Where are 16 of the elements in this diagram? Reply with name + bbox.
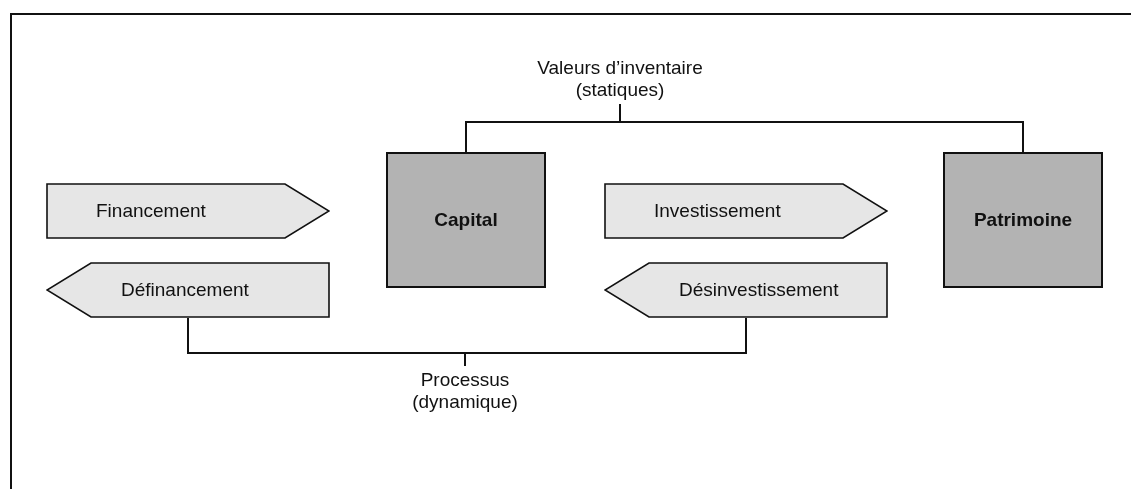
process-box [386,152,546,288]
arrow-label: Investissement [654,200,781,222]
arrow-label: Financement [96,200,206,222]
box-label: Patrimoine [973,209,1073,231]
arrow-label: Définancement [121,279,249,301]
box-label: Capital [434,209,498,231]
arrow-shape [46,183,330,239]
bracket-label: Valeurs d’inventaire (statiques) [520,54,720,104]
arrow-shape [46,262,330,318]
process-box [943,152,1103,288]
bracket-line [464,317,747,367]
bracket-line [619,103,1024,153]
bracket-label: Processus (dynamique) [400,366,530,416]
arrow-shape [604,183,888,239]
arrow-shape [604,262,888,318]
arrow-label: Désinvestissement [679,279,839,301]
